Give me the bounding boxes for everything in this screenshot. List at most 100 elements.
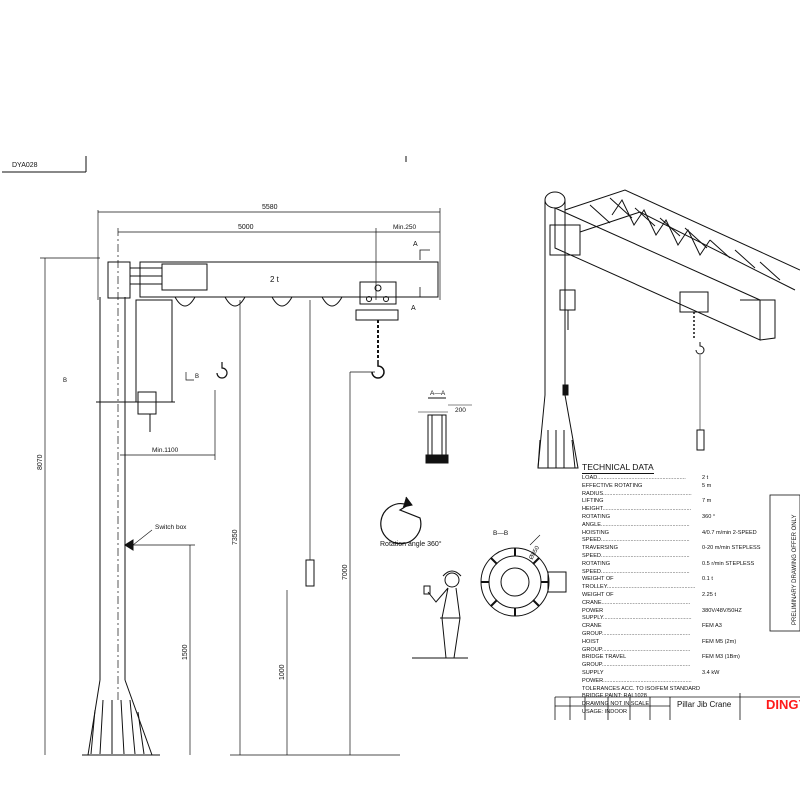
isometric-view (537, 189, 800, 469)
technical-data-value: 0.1 t (702, 576, 713, 583)
switch-box: Switch box (124, 524, 187, 551)
svg-text:B—B: B—B (493, 530, 508, 537)
dimension-1000: 1000 (279, 590, 288, 755)
technical-data-value: 0.5 r/min STEPLESS (702, 560, 755, 567)
leader-dots: ........................................… (600, 568, 690, 575)
technical-data-key-text: WEIGHT OF CRANE (582, 591, 614, 606)
technical-note: BRIDGE PAINT: RAL1028 (582, 693, 647, 700)
drawing-code-box: DYA028 (2, 156, 87, 173)
pillar (82, 297, 175, 756)
technical-data-key: LOAD....................................… (582, 475, 702, 483)
section-a-marker-top: A A (411, 241, 430, 312)
technical-data-row: EFFECTIVE ROTATING RADIUS...............… (582, 483, 782, 499)
technical-data-value: 7 m (702, 498, 712, 505)
technical-data-key-text: POWER SUPPLY (582, 607, 604, 622)
preliminary-stamp: PRELIMINARY DRAWING OFFER ONLY (792, 514, 798, 625)
svg-text:1500: 1500 (182, 644, 189, 660)
technical-data-key-text: SUPPLY POWER (582, 669, 604, 684)
leader-dots: ........................................… (601, 662, 691, 669)
section-bb: B—B Ø850 (480, 530, 567, 617)
svg-text:7000: 7000 (342, 564, 349, 580)
leader-dots: ........................................… (600, 537, 690, 544)
capacity-label: 2 t (270, 275, 280, 284)
leader-dots: ........................................… (601, 630, 691, 637)
pendant-control (305, 300, 315, 587)
trolley-hoist (355, 281, 399, 379)
leader-dots: ........................................… (603, 677, 692, 684)
technical-data-row: BRIDGE TRAVEL GROUP.....................… (582, 654, 782, 670)
svg-text:Min.1100: Min.1100 (152, 447, 179, 454)
technical-data-row: POWER SUPPLY............................… (582, 608, 782, 624)
brand-logo: DINGY (766, 697, 800, 712)
technical-data-key: ROTATING SPEED..........................… (582, 561, 702, 577)
svg-text:5000: 5000 (238, 224, 254, 231)
technical-data-key: POWER SUPPLY............................… (582, 608, 702, 624)
svg-text:Min.250: Min.250 (393, 224, 417, 231)
technical-data-key-text: LIFTING HEIGHT (582, 498, 604, 513)
svg-text:A: A (413, 241, 418, 248)
technical-data-value: FEM M3 (1Bm) (702, 654, 740, 661)
technical-data-value: FEM A3 (702, 623, 722, 630)
technical-data-value: 360 ° (702, 513, 716, 520)
leader-dots: ........................................… (602, 615, 692, 622)
title-block (554, 494, 800, 720)
leader-dots: ........................................… (606, 584, 696, 591)
technical-data-key: WEIGHT OF TROLLEY.......................… (582, 576, 702, 592)
technical-note: TOLERANCES ACC. TO ISO/FEM STANDARD (582, 685, 701, 692)
technical-note: USAGE: INDOOR (582, 708, 628, 715)
technical-data-value: 5 m (702, 482, 712, 489)
technical-data-row: LIFTING HEIGHT..........................… (582, 498, 782, 514)
technical-data-table: TECHNICAL DATA LOAD.....................… (582, 462, 782, 717)
technical-data-key: TRAVERSING SPEED........................… (582, 545, 702, 561)
svg-text:1000: 1000 (279, 664, 286, 680)
technical-data-key-text: BRIDGE TRAVEL GROUP (582, 654, 627, 669)
technical-data-key: SUPPLY POWER............................… (582, 670, 702, 686)
technical-data-key: LIFTING HEIGHT..........................… (582, 498, 702, 514)
svg-text:8070: 8070 (37, 454, 44, 470)
rotation-symbol: Rotation angle 360° (380, 496, 442, 548)
technical-data-key-text: EFFECTIVE ROTATING RADIUS (582, 482, 643, 497)
title-block-name: Pillar Jib Crane (677, 700, 732, 709)
svg-text:B: B (195, 374, 199, 380)
technical-data-key-text: WEIGHT OF TROLLEY (582, 576, 614, 591)
technical-data-value: 4/0.7 m/min 2-SPEED (702, 529, 757, 536)
svg-text:200: 200 (455, 407, 466, 414)
svg-text:Switch box: Switch box (155, 524, 187, 531)
technical-data-value: 2.25 t (702, 591, 716, 598)
technical-data-value: 3.4 kW (702, 669, 720, 676)
technical-data-key-text: ROTATING ANGLE (582, 513, 611, 528)
technical-data-key-text: HOIST GROUP (582, 638, 602, 653)
technical-data-row: ROTATING SPEED..........................… (582, 561, 782, 577)
technical-data-key: HOIST GROUP.............................… (582, 639, 702, 655)
leader-dots: ........................................… (600, 521, 690, 528)
technical-note: DRAWING NOT IN SCALE (582, 701, 650, 708)
technical-data-key: ROTATING ANGLE..........................… (582, 514, 702, 530)
drawing-code: DYA028 (12, 162, 38, 169)
technical-data-value: 0-20 m/min STEPLESS (702, 545, 761, 552)
technical-data-row: HOIST GROUP.............................… (582, 639, 782, 655)
technical-data-row: SUPPLY POWER............................… (582, 670, 782, 686)
operator-figure (412, 570, 468, 659)
svg-text:B: B (63, 378, 67, 384)
dimension-7000: 7000 (342, 371, 375, 755)
technical-data-key: CRANE GROUP.............................… (582, 623, 702, 639)
technical-data-value: FEM M5 (2m) (702, 638, 737, 645)
jib-beam: 2 t (107, 261, 439, 307)
section-aa: A—A 200 (418, 390, 472, 464)
technical-data-title: TECHNICAL DATA (582, 462, 654, 474)
dimension-5000: 5000 Min.250 (117, 224, 440, 700)
technical-data-key-text: CRANE GROUP (582, 623, 602, 637)
technical-data-row: TRAVERSING SPEED........................… (582, 545, 782, 561)
dimension-7350: 7350 (232, 300, 241, 755)
technical-data-row: WEIGHT OF TROLLEY.......................… (582, 576, 782, 592)
technical-data-key-text: ROTATING SPEED (582, 560, 611, 575)
dimension-min-1100: Min.1100 (120, 390, 216, 460)
leader-dots: ........................................… (601, 646, 691, 653)
dimension-8070: 8070 (37, 257, 100, 755)
technical-data-key: WEIGHT OF CRANE.........................… (582, 592, 702, 608)
technical-data-row: CRANE GROUP.............................… (582, 623, 782, 639)
dimension-1500: 1500 (133, 544, 195, 755)
technical-data-key: HOISTING SPEED..........................… (582, 530, 702, 546)
technical-data-value: 380V/48V/50HZ (702, 607, 742, 614)
